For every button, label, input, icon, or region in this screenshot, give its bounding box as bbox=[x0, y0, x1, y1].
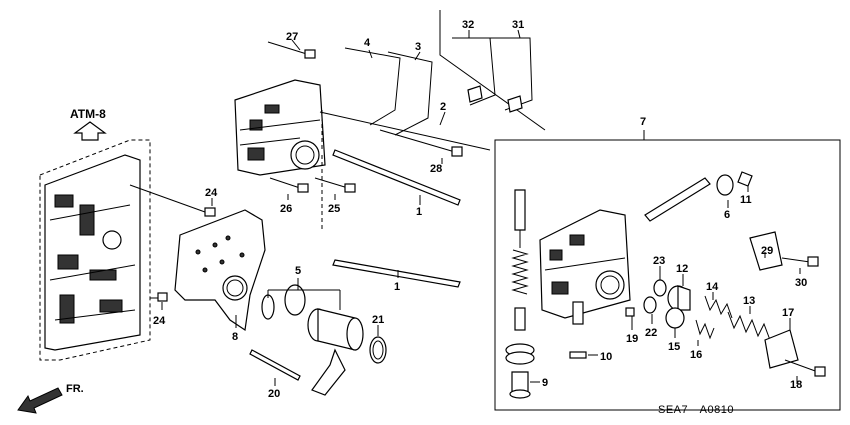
callout-label: 13 bbox=[743, 295, 755, 307]
callout-label: 10 bbox=[600, 351, 612, 363]
callout-label: 8 bbox=[232, 331, 238, 343]
callout-label: 25 bbox=[328, 203, 340, 215]
callout-label: 22 bbox=[645, 327, 657, 339]
callout-label: 7 bbox=[640, 116, 646, 128]
callout-label: 1 bbox=[394, 281, 400, 293]
reference-code: SEA7—A0810 bbox=[658, 404, 734, 416]
callout-label: 16 bbox=[690, 349, 702, 361]
direction-label: FR. bbox=[66, 383, 84, 395]
regulator-valve-body bbox=[234, 79, 326, 176]
main-valve-body bbox=[39, 139, 151, 361]
callout-label: 30 bbox=[795, 277, 807, 289]
front-direction-arrow: FR. bbox=[17, 383, 84, 414]
callout-label: 2 bbox=[440, 101, 446, 113]
callout-label: 11 bbox=[740, 194, 752, 206]
callout-label: 20 bbox=[268, 388, 280, 400]
separator-plate bbox=[174, 209, 266, 332]
callout-label: 32 bbox=[462, 19, 474, 31]
callout-label: 12 bbox=[676, 263, 688, 275]
callout-label: 5 bbox=[295, 265, 301, 277]
section-ref-label: ATM-8 bbox=[70, 107, 106, 121]
callout-label: 15 bbox=[668, 341, 680, 353]
secondary-valve-body-box bbox=[494, 139, 841, 411]
callout-label: 24 bbox=[153, 315, 166, 327]
callout-label: 3 bbox=[415, 41, 421, 53]
servo-assembly bbox=[261, 284, 387, 396]
callout-label: 28 bbox=[430, 163, 442, 175]
callout-label: 19 bbox=[626, 333, 638, 345]
section-reference: ATM-8 bbox=[70, 107, 107, 141]
callout-label: 9 bbox=[542, 377, 548, 389]
callout-label: 23 bbox=[653, 255, 665, 267]
secondary-valve-body bbox=[539, 209, 631, 319]
callout-label: 14 bbox=[706, 281, 719, 293]
callout-label: 26 bbox=[280, 203, 292, 215]
callout-label: 21 bbox=[372, 314, 384, 326]
callout-label: 27 bbox=[286, 31, 298, 43]
callouts: 1 1 2 3 4 5 6 7 8 9 10 11 12 13 14 15 16… bbox=[153, 19, 807, 400]
callout-label: 24 bbox=[205, 187, 218, 199]
callout-label: 4 bbox=[364, 37, 371, 49]
callout-label: 31 bbox=[512, 19, 524, 31]
callout-label: 29 bbox=[761, 245, 773, 257]
callout-label: 18 bbox=[790, 379, 802, 391]
callout-label: 6 bbox=[724, 209, 730, 221]
callout-label: 1 bbox=[416, 206, 422, 218]
callout-label: 17 bbox=[782, 307, 794, 319]
